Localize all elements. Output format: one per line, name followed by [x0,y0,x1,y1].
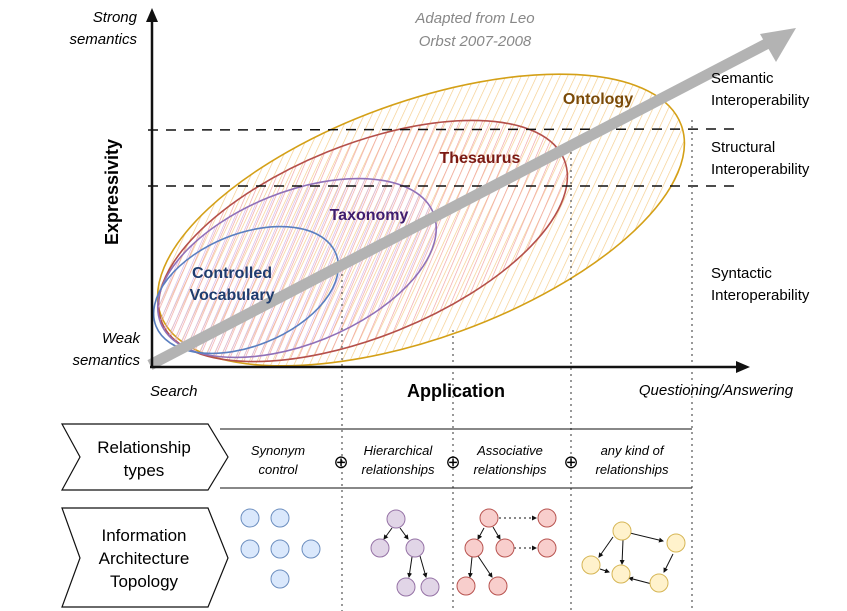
x-axis-title: Application [407,381,505,401]
hierarchical-label-line2: relationships [362,462,435,477]
x-axis-left-label: Search [150,383,198,400]
hierarchical-node [386,509,406,529]
associative-node [456,576,476,596]
associative-label-line1: Associative [476,443,543,458]
topology-header-line1: Information [101,526,186,545]
x-axis-arrowhead [736,361,750,373]
thesaurus-label: Thesaurus [440,150,521,167]
source-note-line1: Adapted from Leo [414,10,534,27]
any-kind-node [611,564,631,584]
synonym-label-line2: control [258,462,298,477]
any-kind-label-line1: any kind of [601,443,665,458]
hierarchical-label-line1: Hierarchical [364,443,434,458]
hierarchical-node [405,538,425,558]
progression-arrow-head [760,28,796,62]
associative-label-line2: relationships [474,462,547,477]
any-kind-node [581,555,601,575]
hierarchical-topology [370,509,440,597]
y-axis-top-label-line1: Strong [93,9,138,26]
associative-node [537,538,557,558]
any-kind-node [649,573,669,593]
associative-node [495,538,515,558]
y-axis-bottom-label-line1: Weak [102,330,142,347]
any-kind-node [666,533,686,553]
y-axis-top-label-line2: semantics [69,31,137,48]
y-axis-bottom-label-line2: semantics [72,352,140,369]
plus-symbol-1: ⊕ [333,452,348,472]
ontology-label: Ontology [563,91,633,108]
any-kind-label-line2: relationships [596,462,669,477]
relationship-types-header [60,423,229,491]
topology-header-line3: Topology [110,572,179,591]
semantic-level-line2: Interoperability [711,92,810,109]
synonym-node [270,539,290,559]
source-note-line2: Orbst 2007-2008 [419,33,532,50]
associative-node [488,576,508,596]
any-kind-node [612,521,632,541]
synonym-node [270,569,290,589]
topology-header-line2: Architecture [99,549,190,568]
controlled-vocabulary-label-line1: Controlled [192,265,272,282]
associative-node [479,508,499,528]
synonym-node [301,539,321,559]
syntactic-level-line2: Interoperability [711,287,810,304]
y-axis-arrowhead [146,8,158,22]
plus-symbol-3: ⊕ [563,452,578,472]
synonym-node [240,508,260,528]
syntactic-level-line1: Syntactic [711,265,772,282]
relationship-types-header-line2: types [124,461,165,480]
synonym-label-line1: Synonym [251,443,305,458]
relationship-types-header-line1: Relationship [97,438,191,457]
topology-header [61,507,229,608]
dotted-guides [341,120,693,611]
controlled-vocabulary-label-line2: Vocabulary [189,287,274,304]
plus-symbol-2: ⊕ [445,452,460,472]
hierarchical-node [396,577,416,597]
progression-arrow [147,37,773,370]
associative-topology [456,508,557,596]
taxonomy-label: Taxonomy [330,207,409,224]
semantic-level-line [147,128,743,131]
controlled-vocabulary-ellipse [152,225,340,355]
x-axis-right-label: Questioning/Answering [639,382,794,399]
structural-level-line2: Interoperability [711,161,810,178]
synonym-topology [240,508,321,589]
structural-level-line1: Structural [711,139,775,156]
synonym-node [270,508,290,528]
hierarchical-node [370,538,390,558]
associative-node [537,508,557,528]
semantic-level-line1: Semantic [711,70,774,87]
synonym-node [240,539,260,559]
associative-node [464,538,484,558]
any-kind-topology [581,521,686,593]
y-axis-title: Expressivity [102,139,122,245]
hierarchical-node [420,577,440,597]
